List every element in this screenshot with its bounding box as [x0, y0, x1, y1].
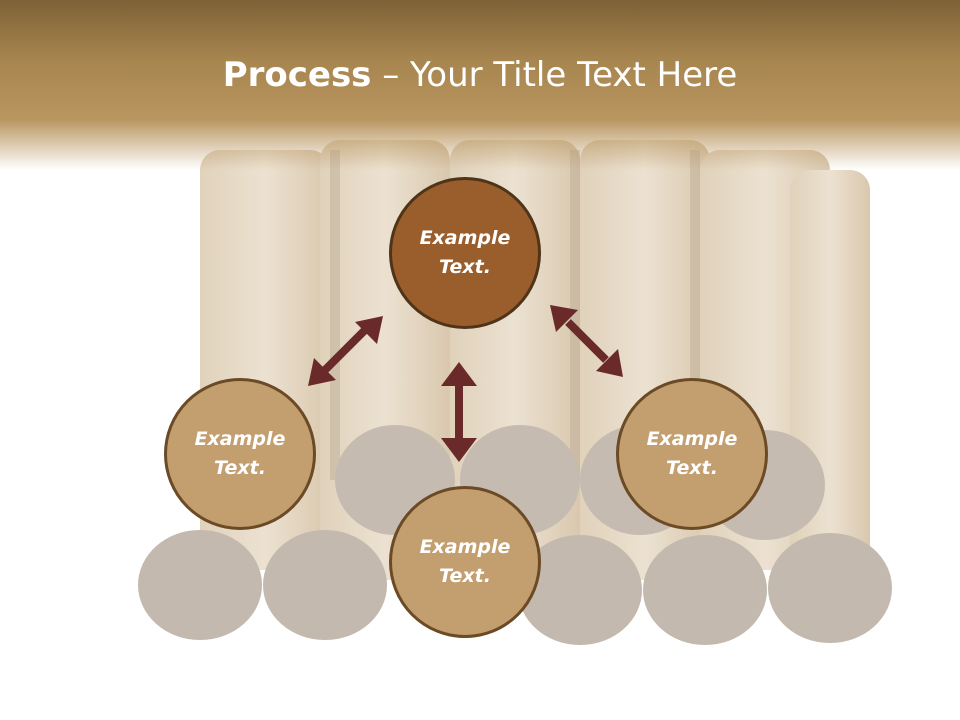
node-top[interactable]: Example Text. [389, 177, 541, 329]
title-band [0, 0, 960, 170]
title-bold: Process [222, 55, 372, 95]
node-left-text: Example Text. [194, 428, 286, 479]
node-left[interactable]: Example Text. [164, 378, 316, 530]
double-arrow-left [308, 316, 383, 386]
node-right-text: Example Text. [646, 428, 738, 479]
title-rest: – Your Title Text Here [371, 55, 738, 95]
slide-title[interactable]: Process – Your Title Text Here [0, 52, 960, 98]
node-bottom[interactable]: Example Text. [389, 486, 541, 638]
node-top-text: Example Text. [419, 227, 511, 278]
double-arrow-right [550, 305, 623, 377]
node-right[interactable]: Example Text. [616, 378, 768, 530]
double-arrow-vertical [441, 362, 477, 462]
node-bottom-text: Example Text. [419, 536, 511, 587]
